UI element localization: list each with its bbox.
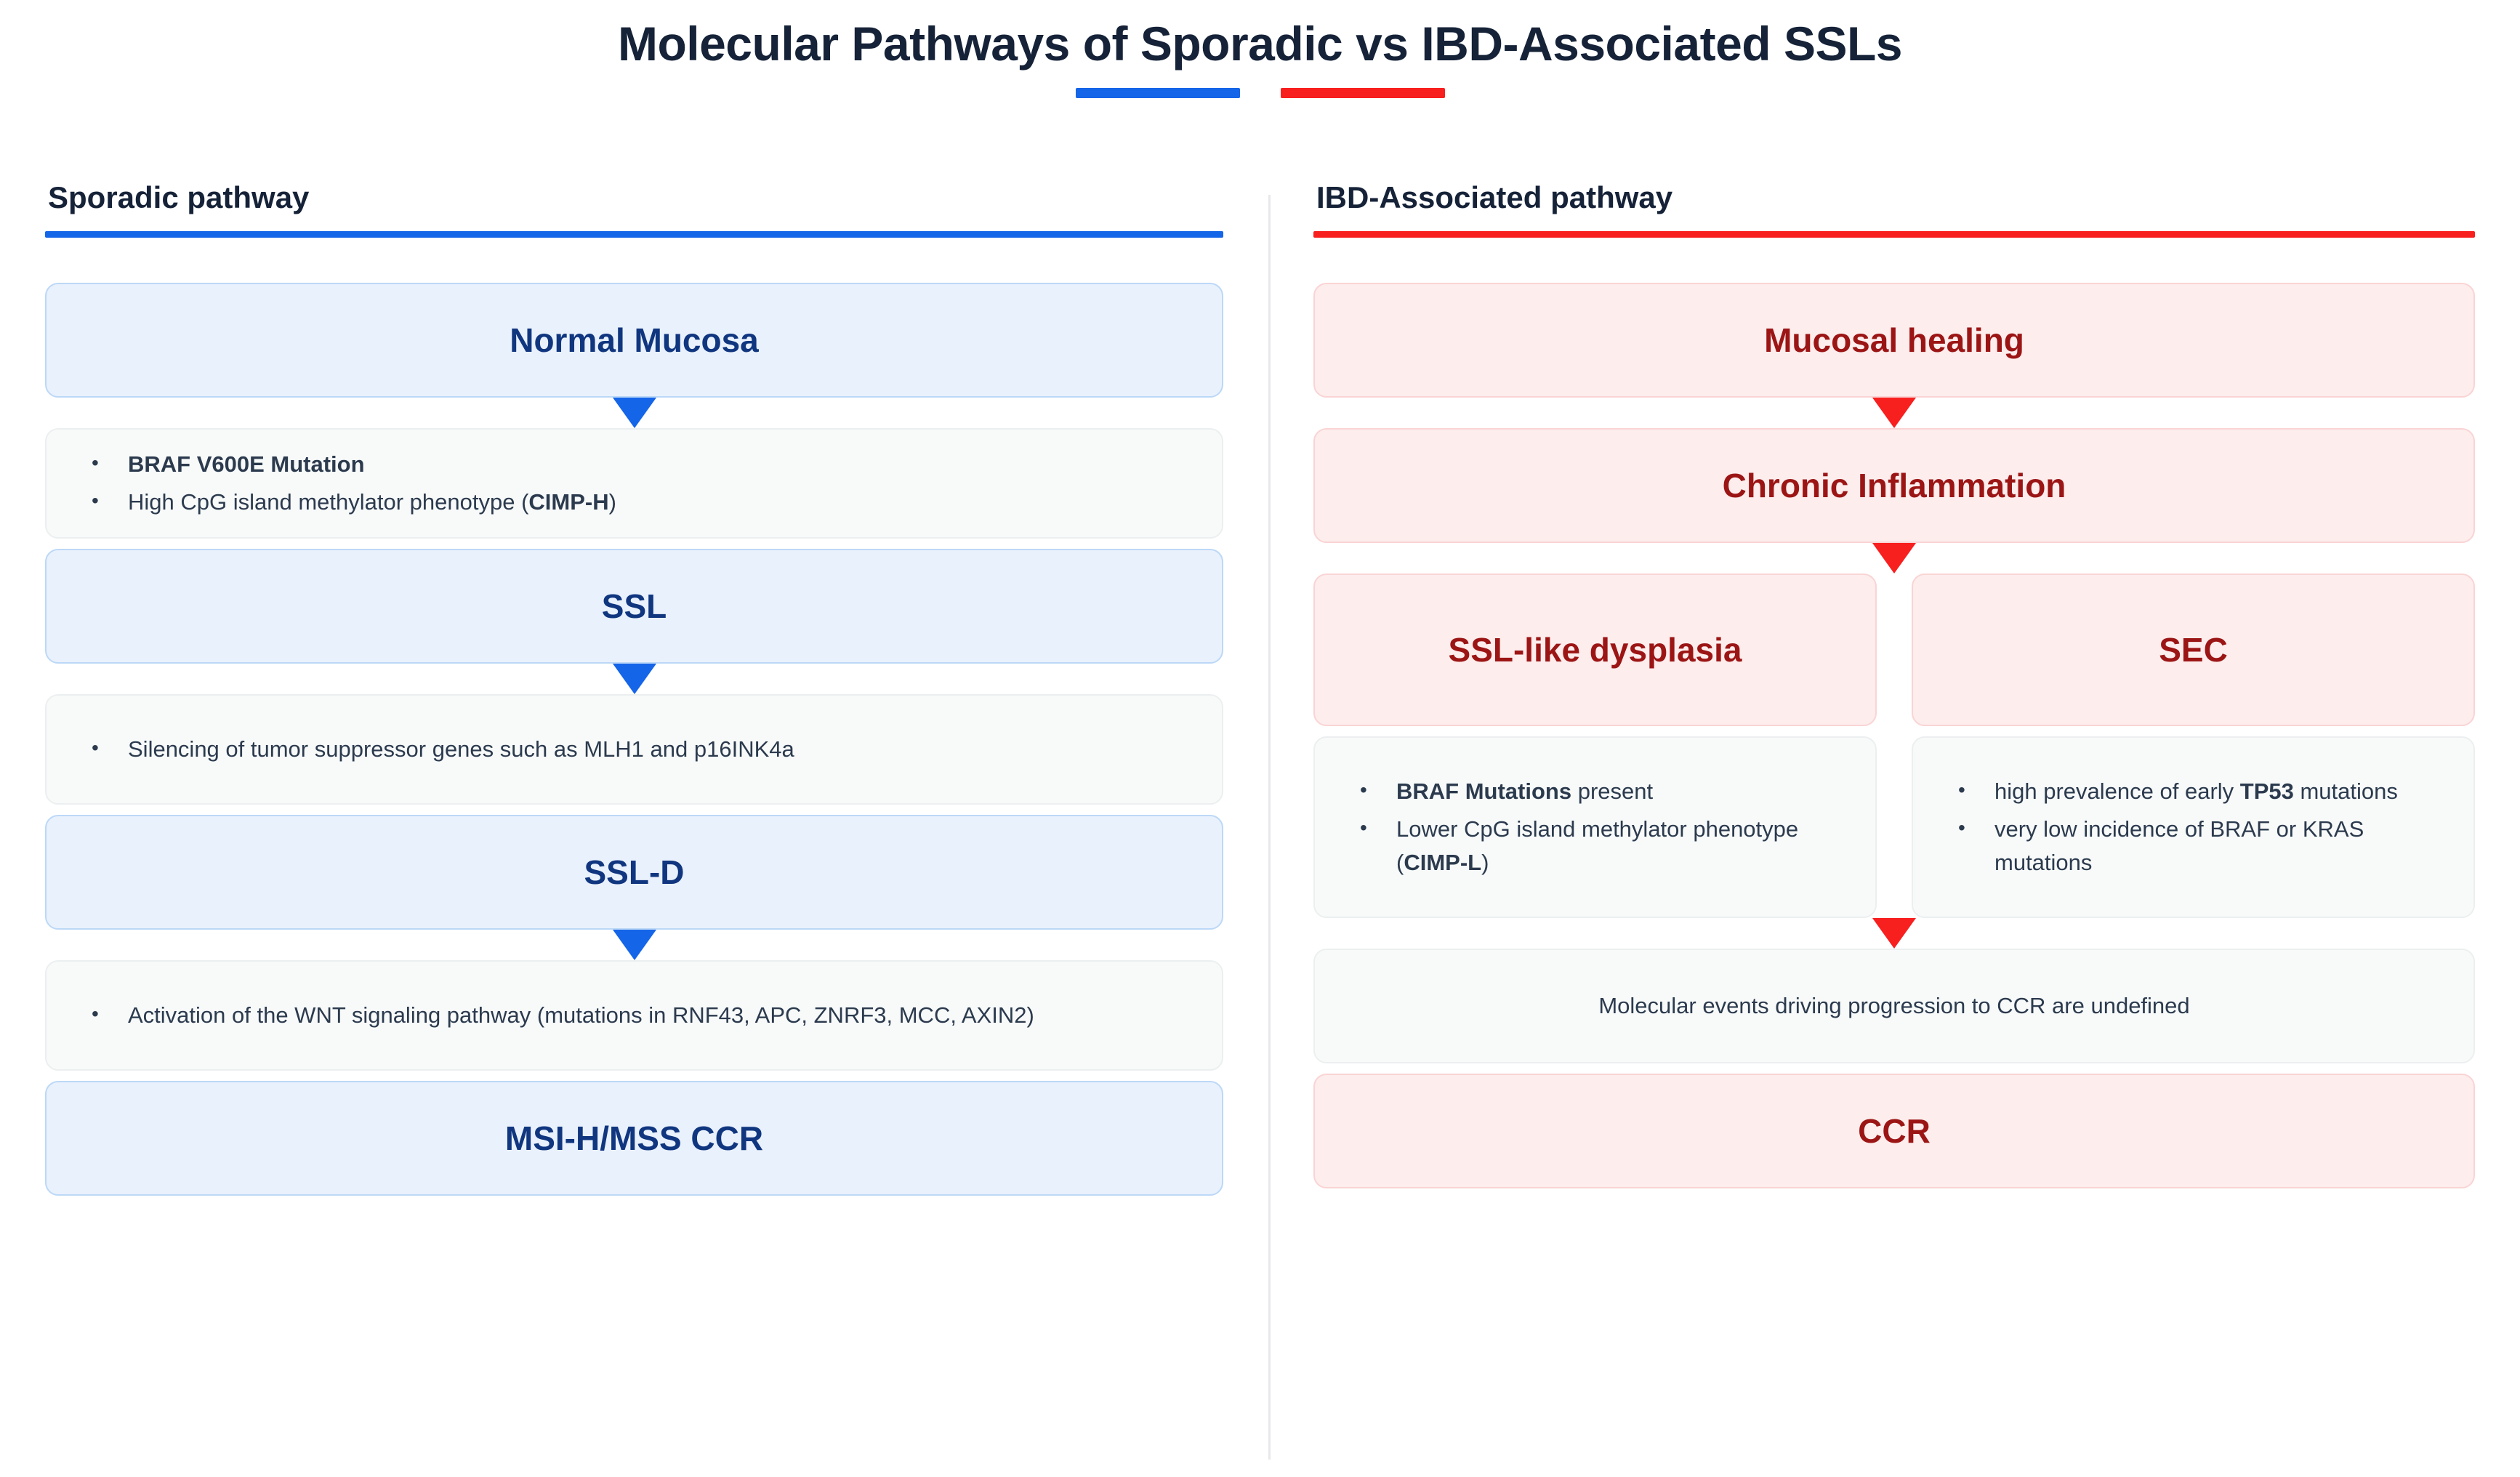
sporadic-stack: Normal Mucosa • BRAF V600E Mutation • [45, 283, 1223, 1196]
detail-undefined-text: Molecular events driving progression to … [1598, 993, 2190, 1019]
bullet-text: Activation of the WNT signaling pathway … [128, 1002, 1034, 1029]
node-ssl-label: SSL [601, 587, 667, 625]
bullet-bold-text: TP53 [2239, 778, 2294, 805]
bullet-dot-icon: • [92, 451, 99, 475]
bullet-bold-text: BRAF V600E Mutation [128, 451, 365, 478]
list-item: • high prevalence of early TP53 mutation… [1942, 775, 2444, 808]
node-chronic-inflammation[interactable]: Chronic Inflammation [1313, 428, 2475, 543]
bullet-text-post: ) [1481, 849, 1489, 875]
title-block: Molecular Pathways of Sporadic vs IBD-As… [0, 0, 2520, 99]
bullet-text: BRAF V600E Mutation [128, 448, 1193, 481]
triangle-down-icon [1313, 543, 2475, 574]
pathway-columns: Sporadic pathway Normal Mucosa • BRAF V6… [0, 180, 2520, 1477]
bullet-text-post: mutations [2293, 778, 2398, 805]
list-item: • Activation of the WNT signaling pathwa… [76, 999, 1193, 1032]
detail-box-sporadic-2: • Silencing of tumor suppressor genes su… [45, 694, 1223, 805]
bullet-bold-text: CIMP-H [528, 489, 609, 515]
node-ssl-like-dysplasia[interactable]: SSL-like dysplasia [1313, 574, 1877, 726]
node-mucosal-healing[interactable]: Mucosal healing [1313, 283, 2475, 398]
title-bar-red [1280, 88, 1445, 99]
node-mucosal-healing-label: Mucosal healing [1764, 321, 2024, 359]
bullet-text-pre: High CpG island methylator phenotype ( [128, 489, 529, 515]
list-item: • BRAF Mutations present [1344, 775, 1846, 808]
ibd-split-left: SSL-like dysplasia • BRAF Mutations pres… [1313, 574, 1877, 918]
triangle-down-icon [1313, 918, 2475, 949]
bullet-text-post: ) [608, 489, 616, 515]
bullet-dot-icon: • [92, 489, 99, 512]
bullet-dot-icon: • [92, 1002, 99, 1026]
node-msi-h-mss-ccr-label: MSI-H/MSS CCR [504, 1119, 764, 1157]
bullet-text: high prevalence of early TP53 mutations [1994, 775, 2444, 808]
bullet-text: Lower CpG island methylator phenotype (C… [1396, 813, 1846, 880]
node-ssl-like-dysplasia-label: SSL-like dysplasia [1448, 631, 1742, 669]
bullet-dot-icon: • [1958, 816, 1965, 840]
bullet-text: High CpG island methylator phenotype (CI… [128, 486, 1193, 519]
bullet-bold-text: BRAF Mutations [1396, 778, 1572, 805]
node-ssl-d-label: SSL-D [584, 853, 685, 891]
detail-box-undefined-progression: Molecular events driving progression to … [1313, 949, 2475, 1063]
list-item: • Lower CpG island methylator phenotype … [1344, 813, 1846, 880]
triangle-down-icon [45, 930, 1223, 960]
bullet-text: BRAF Mutations present [1396, 775, 1846, 808]
node-sec-label: SEC [2159, 631, 2228, 669]
bullet-dot-icon: • [1958, 778, 1965, 802]
triangle-down-icon [45, 664, 1223, 694]
triangle-down-icon [45, 398, 1223, 428]
triangle-down-icon [1313, 398, 2475, 428]
node-normal-mucosa[interactable]: Normal Mucosa [45, 283, 1223, 398]
node-msi-h-mss-ccr[interactable]: MSI-H/MSS CCR [45, 1081, 1223, 1196]
bullet-dot-icon: • [92, 736, 99, 760]
node-ccr-label: CCR [1858, 1112, 1931, 1150]
list-item: • BRAF V600E Mutation [76, 448, 1193, 481]
node-chronic-inflammation-label: Chronic Inflammation [1722, 467, 2066, 504]
node-ssl-d[interactable]: SSL-D [45, 815, 1223, 930]
sporadic-heading-rule [45, 231, 1223, 238]
bullet-text-pre: high prevalence of early [1994, 778, 2240, 805]
node-normal-mucosa-label: Normal Mucosa [510, 321, 759, 359]
node-ssl[interactable]: SSL [45, 549, 1223, 664]
ibd-stack: Mucosal healing Chronic Inflammation SSL… [1313, 283, 2475, 1188]
bullet-text: Silencing of tumor suppressor genes such… [128, 736, 794, 762]
list-item: • Silencing of tumor suppressor genes su… [76, 733, 1193, 766]
ibd-heading-rule [1313, 231, 2475, 238]
detail-box-sec: • high prevalence of early TP53 mutation… [1912, 736, 2475, 918]
sporadic-heading: Sporadic pathway [48, 180, 310, 214]
ibd-heading: IBD-Associated pathway [1316, 180, 1673, 214]
detail-box-sporadic-3: • Activation of the WNT signaling pathwa… [45, 960, 1223, 1071]
bullet-text: very low incidence of BRAF or KRAS mutat… [1994, 816, 2364, 875]
node-ccr[interactable]: CCR [1313, 1074, 2475, 1188]
ibd-split-right: SEC • high prevalence of early TP53 muta… [1912, 574, 2475, 918]
column-divider [1268, 195, 1271, 1460]
bullet-dot-icon: • [1360, 778, 1367, 802]
bullet-text-pre: Lower CpG island methylator phenotype ( [1396, 816, 1799, 875]
bullet-text-post: present [1571, 778, 1654, 805]
title-underline-bars [0, 88, 2520, 99]
bullet-bold-text: CIMP-L [1404, 849, 1482, 875]
bullet-dot-icon: • [1360, 816, 1367, 840]
node-sec[interactable]: SEC [1912, 574, 2475, 726]
list-item: • High CpG island methylator phenotype (… [76, 486, 1193, 519]
title-bar-blue [1075, 88, 1240, 99]
sporadic-pathway-column: Sporadic pathway Normal Mucosa • BRAF V6… [0, 180, 1268, 1477]
detail-box-sporadic-1: • BRAF V600E Mutation • High CpG island … [45, 428, 1223, 539]
list-item: • very low incidence of BRAF or KRAS mut… [1942, 813, 2444, 880]
ibd-split-row: SSL-like dysplasia • BRAF Mutations pres… [1313, 574, 2475, 918]
page-title: Molecular Pathways of Sporadic vs IBD-As… [617, 17, 1903, 71]
detail-box-ssl-like-dysplasia: • BRAF Mutations present • Lower CpG isl… [1313, 736, 1877, 918]
ibd-pathway-column: IBD-Associated pathway Mucosal healing C… [1268, 180, 2520, 1477]
